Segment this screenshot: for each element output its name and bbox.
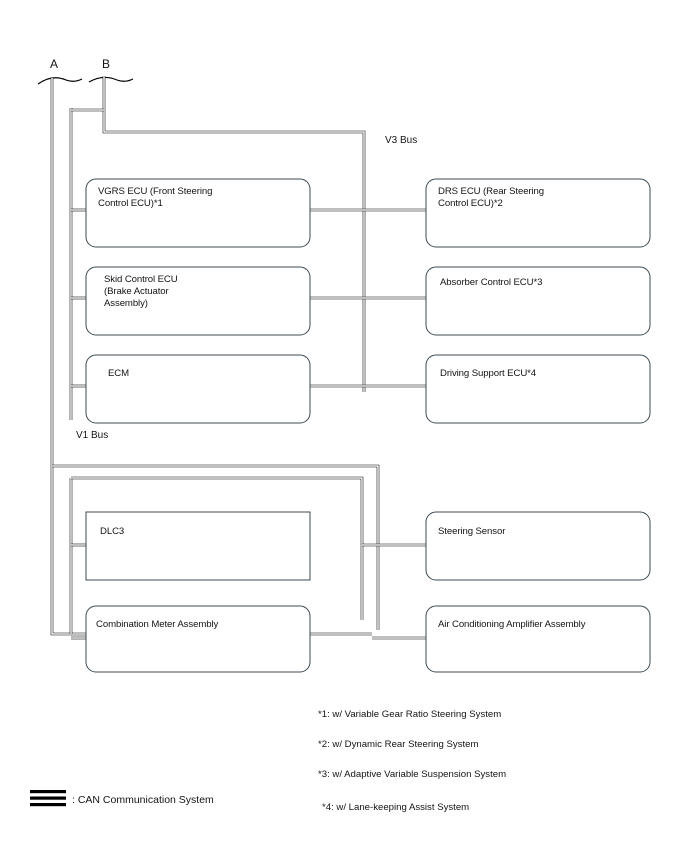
ecu-box-ecm[interactable]: ECM [85, 354, 311, 424]
ecu-box-steering-sensor-line-1: Steering Sensor [438, 526, 506, 537]
bus-link-v1-corner [71, 476, 364, 620]
ecu-box-dlc3[interactable]: DLC3 [85, 511, 311, 581]
footnote-2: *2: w/ Dynamic Rear Steering System [318, 739, 479, 750]
legend-label: : CAN Communication System [72, 794, 214, 806]
footnote-4: *4: w/ Lane-keeping Assist System [322, 802, 469, 813]
node-break-arc-a [37, 77, 83, 85]
node-break-arc-b [88, 76, 134, 83]
ecu-box-vgrs-ecu-line-2: Control ECU)*1 [98, 198, 163, 209]
bus-trunk-b-v3 [102, 76, 366, 392]
ecu-box-vgrs-ecu[interactable]: VGRS ECU (Front Steering Control ECU)*1 [85, 178, 311, 248]
ecu-box-air-conditioning-amplifier-assembly-line-1: Air Conditioning Amplifier Assembly [438, 619, 586, 630]
ecu-box-skid-control-ecu-line-1: Skid Control ECU [104, 274, 178, 285]
ecu-box-dlc3-line-1: DLC3 [100, 526, 124, 537]
ecu-box-skid-control-ecu-line-2: (Brake Actuator [104, 286, 170, 297]
footnote-3: *3: w/ Adaptive Variable Suspension Syst… [318, 769, 506, 780]
legend-triple-bar-icon [30, 790, 66, 807]
ecu-box-driving-support-ecu[interactable]: Driving Support ECU*4 [425, 354, 651, 424]
ecu-box-drs-ecu[interactable]: DRS ECU (Rear Steering Control ECU)*2 [425, 178, 651, 248]
ecu-box-combination-meter-assembly-line-1: Combination Meter Assembly [96, 619, 218, 630]
ecu-box-combination-meter-assembly[interactable]: Combination Meter Assembly [85, 605, 311, 673]
node-label-a: A [50, 57, 58, 71]
ecu-box-skid-control-ecu-line-3: Assembly) [104, 298, 148, 309]
ecu-box-driving-support-ecu-line-1: Driving Support ECU*4 [440, 368, 537, 379]
bus-trunk-v1 [52, 464, 380, 630]
ecu-box-ecm-line-1: ECM [108, 368, 129, 379]
bus-label-v3: V3 Bus [385, 135, 417, 146]
ecu-box-drs-ecu-line-1: DRS ECU (Rear Steering [438, 186, 544, 197]
ecu-box-air-conditioning-amplifier-assembly[interactable]: Air Conditioning Amplifier Assembly [425, 605, 651, 673]
ecu-box-absorber-control-ecu[interactable]: Absorber Control ECU*3 [425, 266, 651, 336]
ecu-box-vgrs-ecu-line-1: VGRS ECU (Front Steering [98, 186, 212, 197]
bus-label-v1: V1 Bus [76, 430, 108, 441]
ecu-box-skid-control-ecu[interactable]: Skid Control ECU (Brake Actuator Assembl… [85, 266, 311, 336]
ecu-box-absorber-control-ecu-line-1: Absorber Control ECU*3 [440, 277, 542, 288]
node-label-b: B [102, 57, 110, 71]
ecu-box-drs-ecu-line-2: Control ECU)*2 [438, 198, 503, 209]
footnote-1: *1: w/ Variable Gear Ratio Steering Syst… [318, 709, 501, 720]
ecu-box-steering-sensor[interactable]: Steering Sensor [425, 511, 651, 581]
